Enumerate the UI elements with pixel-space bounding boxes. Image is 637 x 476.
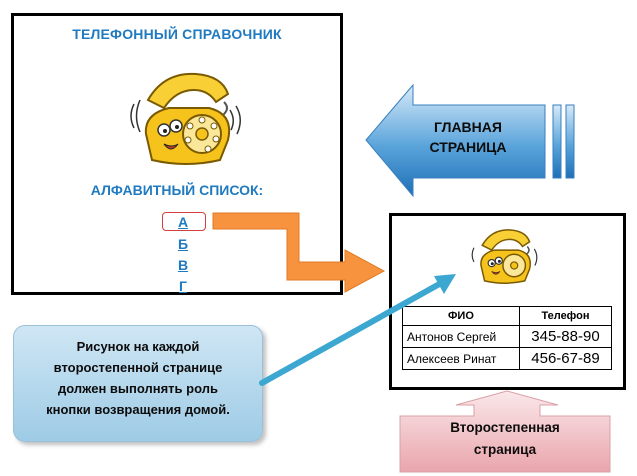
letter-link-g[interactable]: Г [179, 278, 187, 294]
table-row: Антонов Сергей 345-88-90 [402, 325, 613, 348]
note-line: Рисунок на каждой [76, 339, 200, 354]
secondary-page-label-line1: Второстепенная [450, 420, 560, 435]
secondary-page-box: ФИО Телефон Антонов Сергей 345-88-90 Але… [389, 213, 626, 390]
alphabet-list-title: АЛФАВИТНЫЙ СПИСОК: [90, 182, 264, 198]
letter-link-v[interactable]: В [177, 257, 189, 273]
home-arrow-label-line1: ГЛАВНАЯ [434, 119, 502, 135]
blue-pointer-arrow [259, 274, 456, 386]
table-cell-name: Алексеев Ринат [402, 347, 520, 370]
telephone-icon[interactable] [468, 222, 542, 290]
secondary-page-arrow [399, 390, 611, 473]
secondary-page-label: Второстепенная страница [398, 417, 612, 461]
home-arrow[interactable] [365, 83, 575, 198]
table-cell-phone: 456-67-89 [518, 347, 613, 370]
main-page-box: ТЕЛЕФОННЫЙ СПРАВОЧНИК АЛФАВИТНЫЙ СПИСОК:… [11, 13, 343, 295]
phone-directory-table: ФИО Телефон Антонов Сергей 345-88-90 Але… [402, 306, 613, 370]
letter-link-b[interactable]: Б [177, 236, 189, 252]
secondary-page-label-line2: страница [473, 442, 537, 457]
note-text: Рисунок на каждой второстепенной страниц… [14, 336, 262, 420]
table-row: Алексеев Ринат 456-67-89 [402, 347, 613, 370]
main-page-title: ТЕЛЕФОННЫЙ СПРАВОЧНИК [72, 26, 282, 42]
home-arrow-label: ГЛАВНАЯ СТРАНИЦА [418, 117, 518, 157]
letter-highlight [162, 212, 206, 231]
note-callout: Рисунок на каждой второстепенной страниц… [13, 325, 263, 442]
note-line: должен выполнять роль [58, 381, 218, 396]
telephone-icon[interactable] [124, 64, 249, 172]
letter-link-a[interactable]: А [177, 214, 189, 230]
home-arrow-label-line2: СТРАНИЦА [429, 139, 507, 155]
note-line: второстепенной странице [53, 360, 223, 375]
orange-link-arrow [212, 212, 386, 293]
note-line: кнопки возвращения домой. [46, 402, 230, 417]
